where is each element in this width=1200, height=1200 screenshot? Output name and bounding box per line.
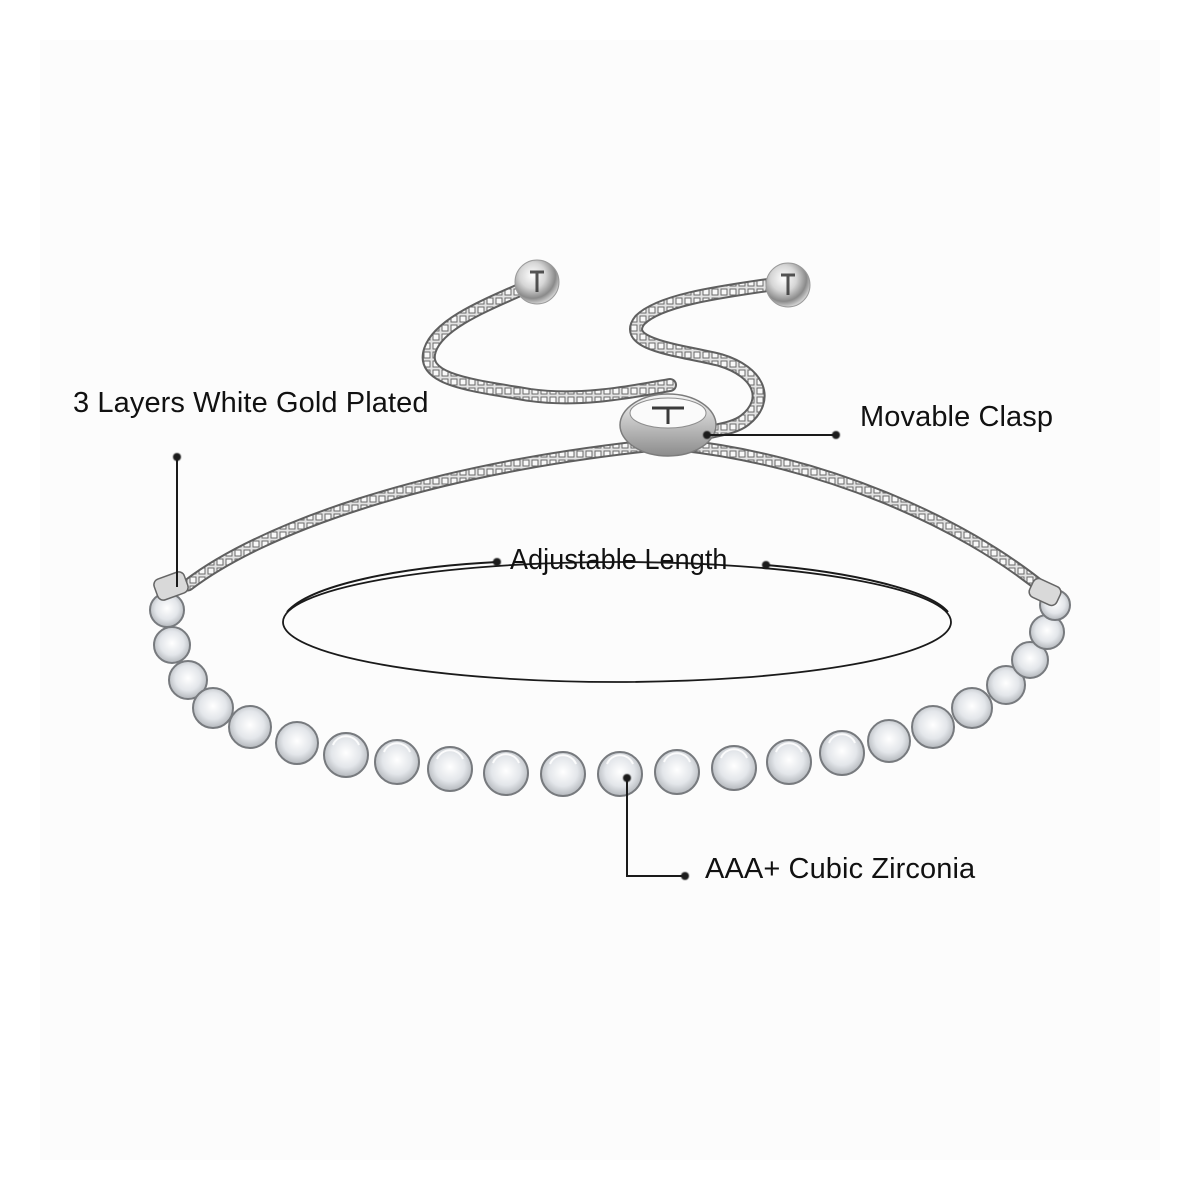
- cubic-zirconia-row: [149, 571, 1071, 797]
- leader-dots: [173, 431, 840, 880]
- leader-lines: [176, 434, 949, 877]
- ball-end-right: [765, 262, 811, 308]
- callout-adjustable-length: Adjustable Length: [510, 544, 728, 576]
- product-image-background: [40, 40, 1160, 1160]
- callout-white-gold-plated: 3 Layers White Gold Plated: [73, 387, 429, 419]
- callout-movable-clasp: Movable Clasp: [860, 401, 1054, 433]
- chain-tails: [421, 275, 775, 447]
- adjustable-length-ellipse: [282, 561, 952, 683]
- movable-clasp: [619, 393, 717, 457]
- callout-cubic-zirconia: AAA+ Cubic Zirconia: [705, 853, 976, 885]
- box-chain: [181, 438, 1052, 597]
- ball-end-left: [514, 259, 560, 305]
